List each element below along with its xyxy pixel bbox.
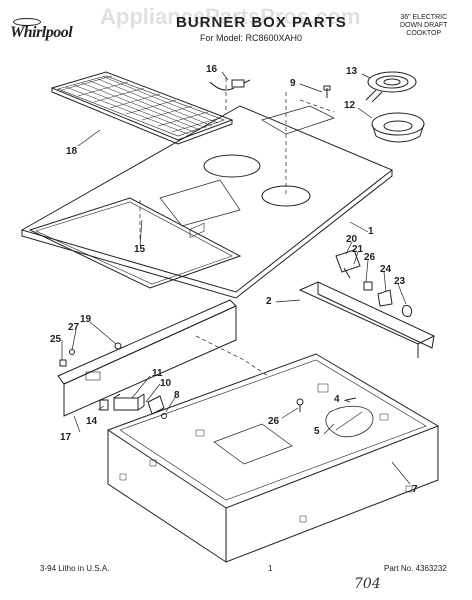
side-panel-part	[298, 281, 436, 358]
callout-17: 17	[60, 432, 72, 443]
callout-15: 15	[134, 244, 146, 255]
description-line-3: COOKTOP	[406, 30, 442, 37]
callout-24: 24	[380, 264, 392, 275]
callout-20: 20	[346, 234, 358, 245]
dashed-leaders	[139, 78, 335, 377]
callout-7: 7	[412, 484, 418, 495]
part-number: Part No. 4363232	[384, 564, 447, 573]
callout-25: 25	[50, 334, 62, 345]
handwritten-note: 704	[354, 576, 381, 592]
description-line-2: DOWN DRAFT	[400, 22, 448, 29]
wire-lead-part	[209, 79, 251, 91]
brand-logo-icon	[13, 18, 41, 26]
callout-10: 10	[160, 378, 172, 389]
surface-element-part	[365, 71, 417, 103]
page-title: BURNER BOX PARTS	[176, 14, 347, 31]
callout-12: 12	[344, 100, 356, 111]
callout-2: 2	[266, 296, 272, 307]
callout-1: 1	[368, 226, 374, 237]
callout-13: 13	[346, 66, 358, 77]
screw-26-part	[296, 398, 304, 412]
cooktop-frame-part	[20, 105, 393, 299]
callout-26-upper: 26	[364, 252, 376, 263]
callout-14: 14	[86, 416, 98, 427]
product-description: 36" ELECTRIC DOWN DRAFT COOKTOP	[400, 14, 447, 38]
callout-16: 16	[206, 64, 218, 75]
control-bracket-part	[57, 222, 237, 417]
callout-leaders	[61, 71, 411, 485]
model-number: For Model: RC8600XAH0	[200, 33, 303, 43]
callout-8: 8	[174, 390, 180, 401]
description-line-1: 36" ELECTRIC	[400, 14, 448, 21]
page-number: 1	[268, 564, 273, 573]
callout-11: 11	[152, 368, 163, 379]
burner-box-part	[106, 353, 440, 563]
switch-parts	[99, 393, 167, 419]
callout-4: 4	[334, 394, 340, 405]
litho-note: 3-94 Litho in U.S.A.	[40, 564, 110, 573]
drip-bowl-part	[371, 112, 425, 143]
callout-5: 5	[314, 426, 320, 437]
grille-part	[50, 71, 234, 145]
callout-27: 27	[68, 322, 80, 333]
callout-9: 9	[290, 78, 296, 89]
watermark-text: AppliancePartsPros.com	[100, 4, 361, 29]
callout-21: 21	[352, 244, 364, 255]
brand-logo: Whirlpool	[10, 24, 73, 41]
screw-9-part	[323, 85, 331, 98]
callout-18: 18	[66, 146, 78, 157]
callout-23: 23	[394, 276, 406, 287]
callout-26-lower: 26	[268, 416, 280, 427]
callout-19: 19	[80, 314, 92, 325]
